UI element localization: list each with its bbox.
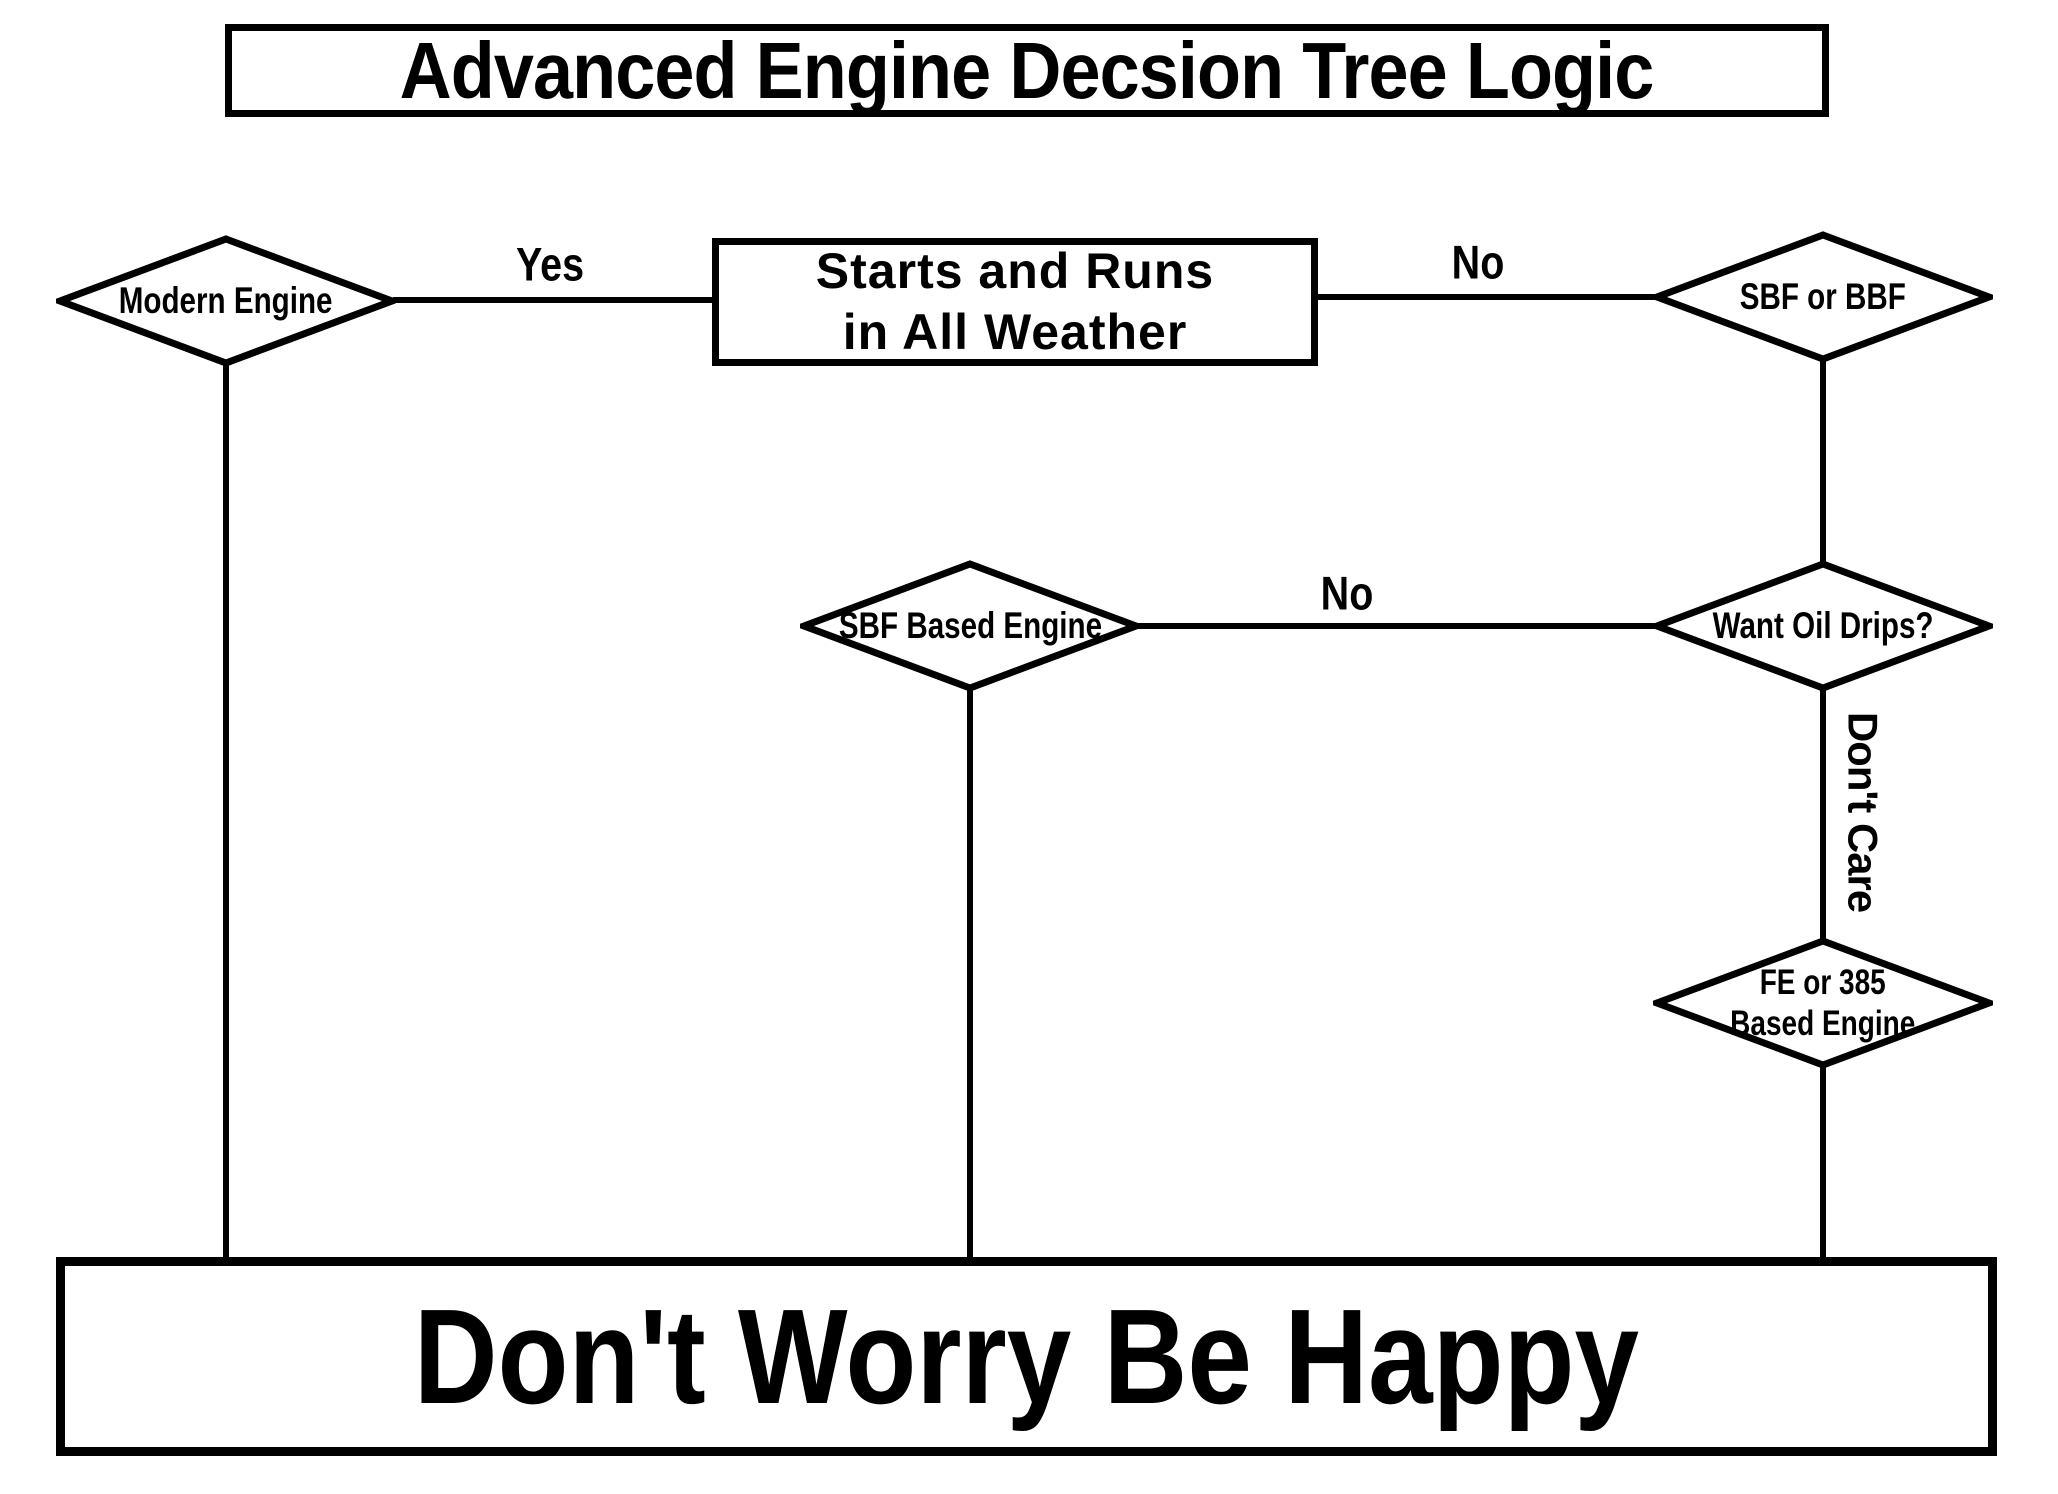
node-fe-or-385: FE or 385 Based Engine [1653,937,1993,1069]
edge-sbfbased-to-wantoil-line [1137,623,1659,629]
edge-sbfbased-to-bottom-line [967,688,973,1262]
node-fe-or-385-line1: FE or 385 [1759,962,1887,1002]
node-fe-or-385-label: FE or 385 Based Engine [1653,937,1993,1069]
node-sbf-based-engine: SBF Based Engine [800,560,1140,692]
title-box: Advanced Engine Decsion Tree Logic [225,24,1829,117]
node-starts-and-runs-line1: Starts and Runs [815,243,1215,299]
node-want-oil-drips-label: Want Oil Drips? [1712,605,1934,646]
node-want-oil-drips: Want Oil Drips? [1653,560,1993,692]
edge-wantoil-to-fe385-line [1820,688,1826,944]
node-fe-or-385-line2: Based Engine [1730,1004,1916,1043]
edge-label-dont-care: Don't Care [1838,712,1886,913]
diamond-shape [56,235,396,367]
diamond-shape [800,560,1140,692]
edge-label-no-top: No [1451,235,1505,289]
node-dont-worry-be-happy-label: Don't Worry Be Happy [413,1281,1640,1432]
edge-modern-to-bottom-line [223,363,229,1262]
edge-modern-to-starts-line [393,297,715,303]
diamond-shape [1653,937,1993,1069]
edge-label-yes: Yes [515,237,585,291]
node-dont-worry-be-happy: Don't Worry Be Happy [56,1257,1997,1456]
node-modern-engine-label: Modern Engine [119,280,333,321]
diamond-shape [1653,231,1993,363]
node-sbf-or-bbf: SBF or BBF [1653,231,1993,363]
edge-sbfbbf-to-wantoil-line [1820,358,1826,568]
edge-label-no-middle: No [1320,566,1374,620]
page-title: Advanced Engine Decsion Tree Logic [400,25,1655,115]
edge-starts-to-sbfbbf-line [1315,294,1657,300]
node-sbf-based-engine-label: SBF Based Engine [838,605,1102,646]
edge-fe385-to-bottom-line [1820,1065,1826,1262]
node-modern-engine: Modern Engine [56,235,396,367]
node-sbf-or-bbf-label: SBF or BBF [1739,276,1907,317]
node-starts-and-runs-line2: in All Weather [842,304,1188,360]
node-starts-and-runs: Starts and Runs in All Weather [712,238,1318,366]
diamond-shape [1653,560,1993,692]
